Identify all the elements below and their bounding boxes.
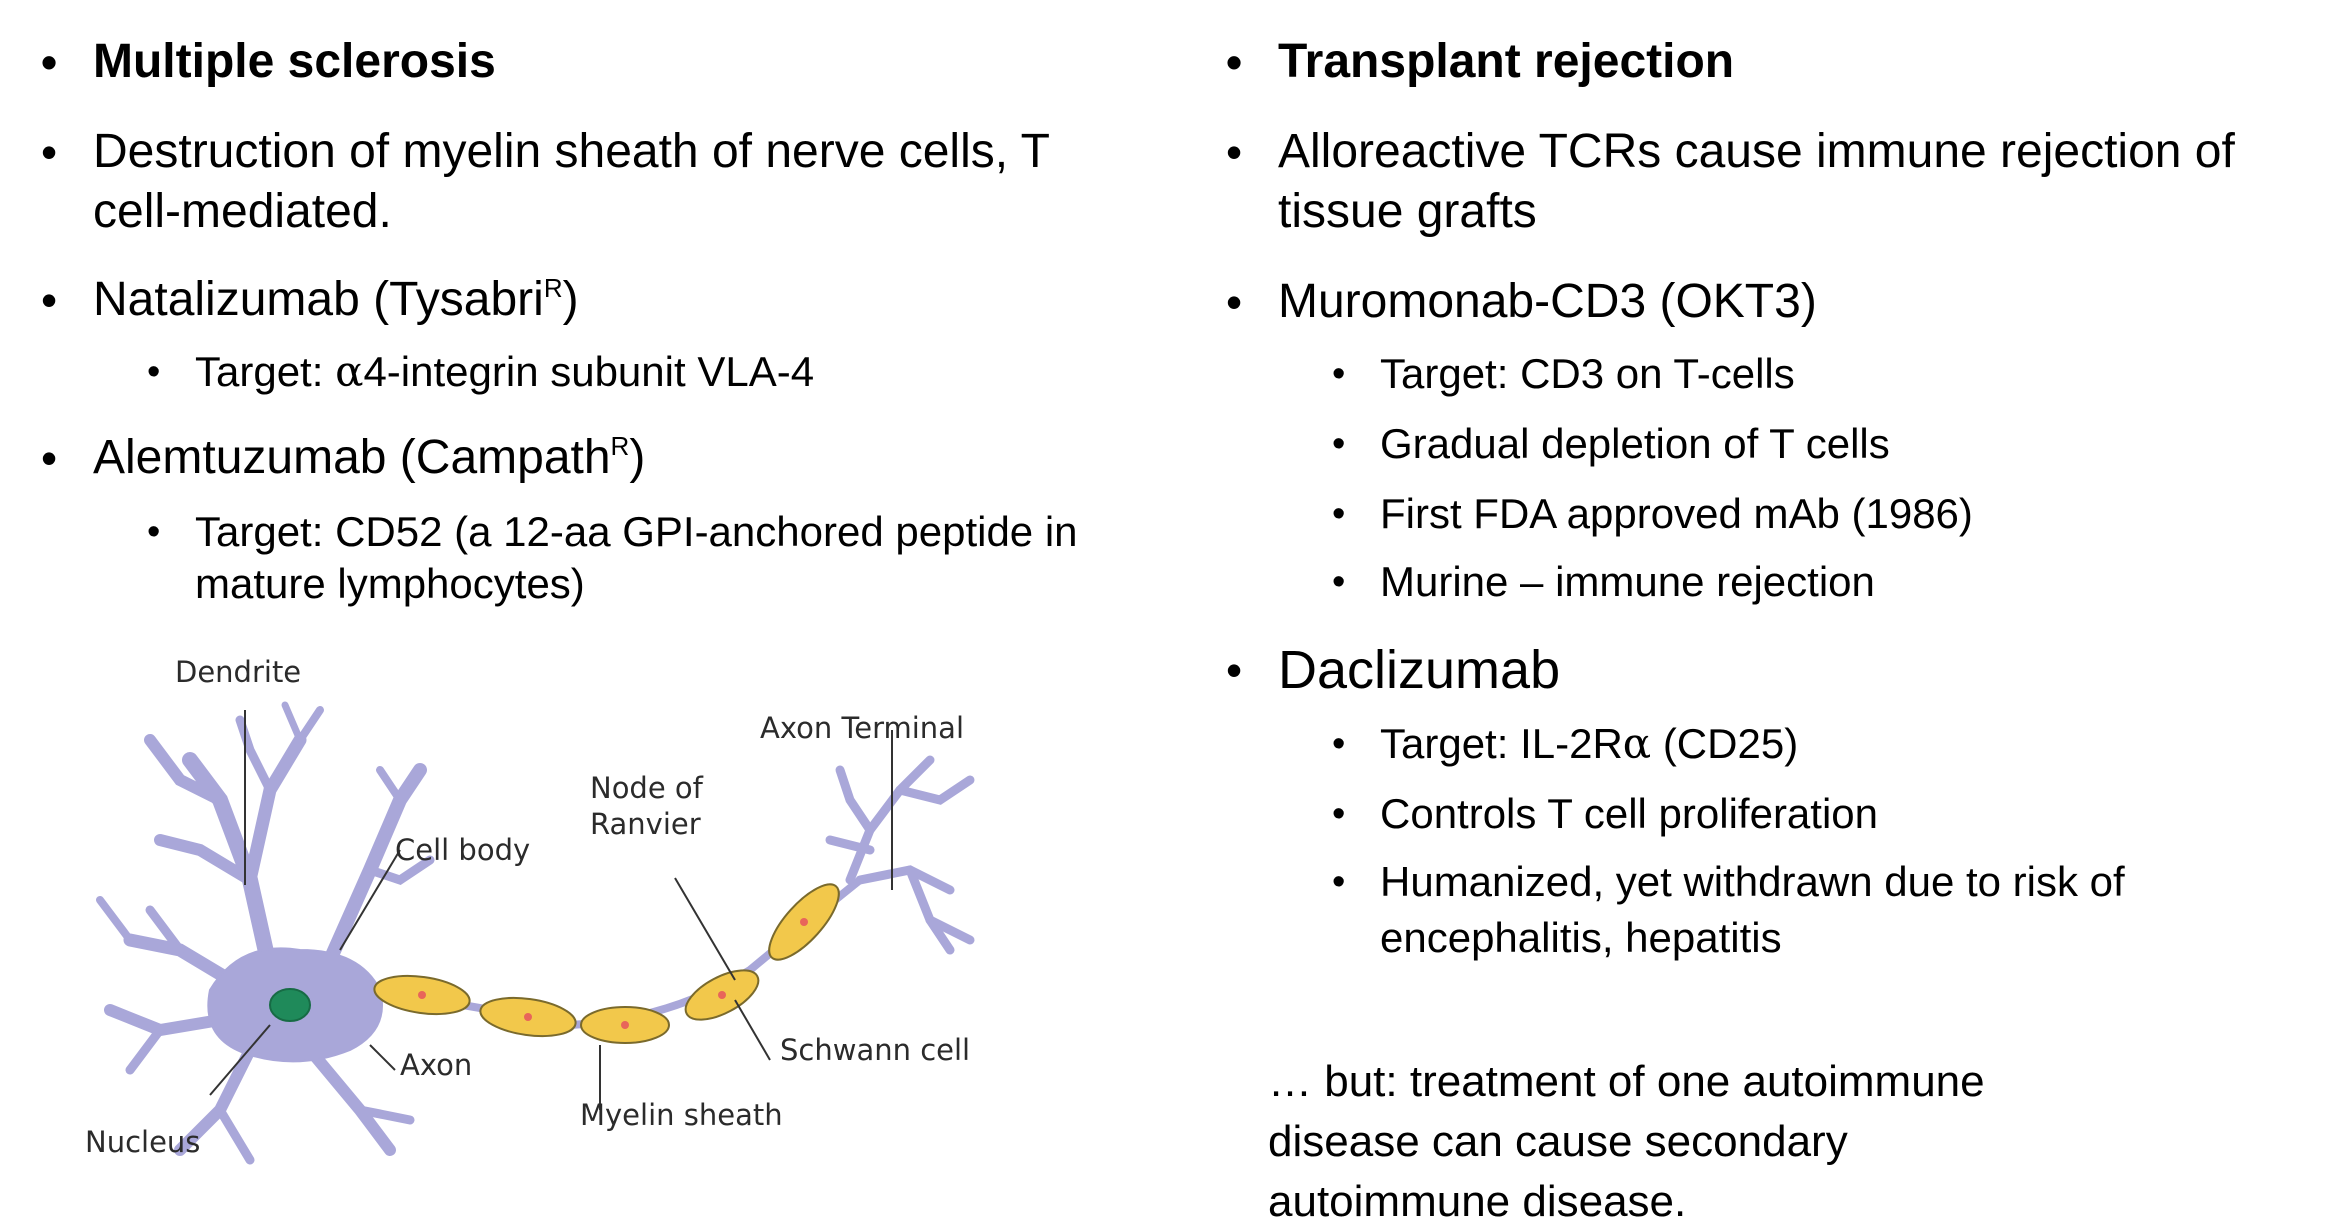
drug-daclizumab: Daclizumab xyxy=(1226,637,1560,703)
axon-terminal-branches xyxy=(825,755,975,955)
daclizumab-target: Target: IL-2Rα (CD25) xyxy=(1332,718,1799,770)
drug-name-close: ) xyxy=(562,273,579,326)
target-prefix: Target: IL-2R xyxy=(1380,720,1623,767)
registered-mark: R xyxy=(543,273,563,303)
dendrites xyxy=(96,701,435,1165)
label-axon-terminal: Axon Terminal xyxy=(760,711,964,745)
drug-name-close: ) xyxy=(629,431,646,484)
ms-description-line2: cell-mediated. xyxy=(93,185,392,238)
label-axon: Axon xyxy=(400,1048,472,1082)
target-rest: 4-integrin subunit VLA-4 xyxy=(363,348,815,395)
label-myelin-sheath: Myelin sheath xyxy=(580,1098,783,1132)
label-node-of-ranvier-2: Ranvier xyxy=(590,807,701,841)
alpha-symbol: α xyxy=(335,347,364,396)
drug-alemtuzumab: Alemtuzumab (CampathR) xyxy=(41,428,646,488)
note-line2: disease can cause secondary xyxy=(1268,1117,1848,1166)
daclizumab-point-3-line2: encephalitis, hepatitis xyxy=(1380,914,1782,961)
alpha-symbol: α xyxy=(1622,719,1652,768)
drug-name: Alemtuzumab (Campath xyxy=(93,431,611,484)
muromonab-point-4: Murine – immune rejection xyxy=(1332,556,1875,608)
myelin-segments xyxy=(373,883,840,1044)
label-node-of-ranvier-1: Node of xyxy=(590,771,704,805)
label-cell-body: Cell body xyxy=(395,833,530,867)
note-line1: … but: treatment of one autoimmune xyxy=(1268,1057,1985,1106)
muromonab-point-2: Gradual depletion of T cells xyxy=(1332,418,1890,470)
schwann-nuclei xyxy=(418,918,808,1029)
alemtuzumab-target-line2: mature lymphocytes) xyxy=(195,560,585,607)
tr-description-line1: Alloreactive TCRs cause immune rejection… xyxy=(1226,122,2235,182)
drug-muromonab: Muromonab-CD3 (OKT3) xyxy=(1226,272,1817,332)
daclizumab-point-2: Controls T cell proliferation xyxy=(1332,788,1878,840)
drug-natalizumab: Natalizumab (TysabriR) xyxy=(41,270,579,330)
neuron-cell xyxy=(96,701,435,1165)
drug-name: Natalizumab (Tysabri xyxy=(93,273,544,326)
heading-transplant-rejection: Transplant rejection xyxy=(1226,32,1734,92)
note-line3: autoimmune disease. xyxy=(1268,1177,1687,1226)
neuron-diagram: Dendrite Cell body Node of Ranvier Axon … xyxy=(85,655,975,1165)
daclizumab-point-3-line1: Humanized, yet withdrawn due to risk of xyxy=(1332,856,2125,908)
target-rest: (CD25) xyxy=(1651,720,1799,767)
nucleus-shape xyxy=(269,988,311,1022)
label-schwann-cell: Schwann cell xyxy=(780,1033,970,1067)
muromonab-point-1: Target: CD3 on T-cells xyxy=(1332,348,1795,400)
label-nucleus: Nucleus xyxy=(85,1125,200,1159)
muromonab-point-3: First FDA approved mAb (1986) xyxy=(1332,488,1973,540)
alemtuzumab-target-line1: Target: CD52 (a 12-aa GPI-anchored pepti… xyxy=(147,506,1077,558)
target-prefix: Target: xyxy=(195,348,336,395)
leader-lines xyxy=(209,710,893,1110)
registered-mark: R xyxy=(610,431,630,461)
label-dendrite: Dendrite xyxy=(175,655,301,689)
heading-multiple-sclerosis: Multiple sclerosis xyxy=(41,32,496,92)
ms-description-line1: Destruction of myelin sheath of nerve ce… xyxy=(41,122,1050,182)
tr-description-line2: tissue grafts xyxy=(1278,185,1537,238)
natalizumab-target: Target: α4-integrin subunit VLA-4 xyxy=(147,346,815,398)
